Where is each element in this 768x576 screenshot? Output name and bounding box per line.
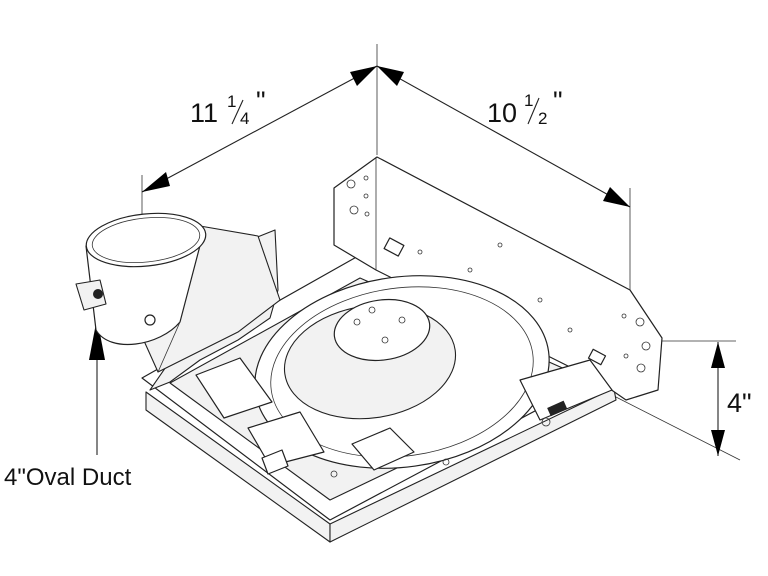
arrowhead	[89, 318, 105, 360]
warning-label	[351, 427, 415, 471]
warning-label	[247, 411, 325, 467]
arrowhead	[377, 66, 404, 86]
width-dimension-line	[141, 65, 378, 193]
damper-screw	[93, 289, 103, 299]
depth-dimension-line	[376, 65, 631, 208]
fan-housing	[141, 156, 663, 543]
svg-text:": "	[256, 86, 266, 116]
svg-text:1: 1	[227, 92, 236, 111]
width-dimension-label: 11 1 4 "	[190, 86, 266, 128]
dimension-lines	[89, 44, 741, 461]
height-dimension-label: 4"	[727, 388, 752, 418]
depth-dimension-label: 10 1 2 "	[487, 86, 563, 128]
arrowhead	[142, 172, 170, 192]
svg-text:": "	[553, 86, 563, 116]
arrowhead	[350, 66, 377, 86]
svg-text:11: 11	[190, 98, 218, 128]
duct-callout-label: 4"Oval Duct	[4, 464, 132, 491]
svg-text:4: 4	[240, 109, 249, 128]
arrowhead	[711, 342, 725, 368]
svg-text:1: 1	[524, 91, 533, 110]
svg-text:2: 2	[538, 109, 547, 128]
oval-duct-collar	[75, 212, 281, 373]
arrowhead	[603, 187, 630, 207]
arrowhead	[711, 430, 725, 456]
warning-label	[195, 357, 273, 419]
blower-wheel	[283, 298, 457, 420]
wiring-box	[519, 359, 613, 421]
mounting-bracket	[333, 156, 663, 401]
svg-text:10: 10	[487, 98, 517, 128]
